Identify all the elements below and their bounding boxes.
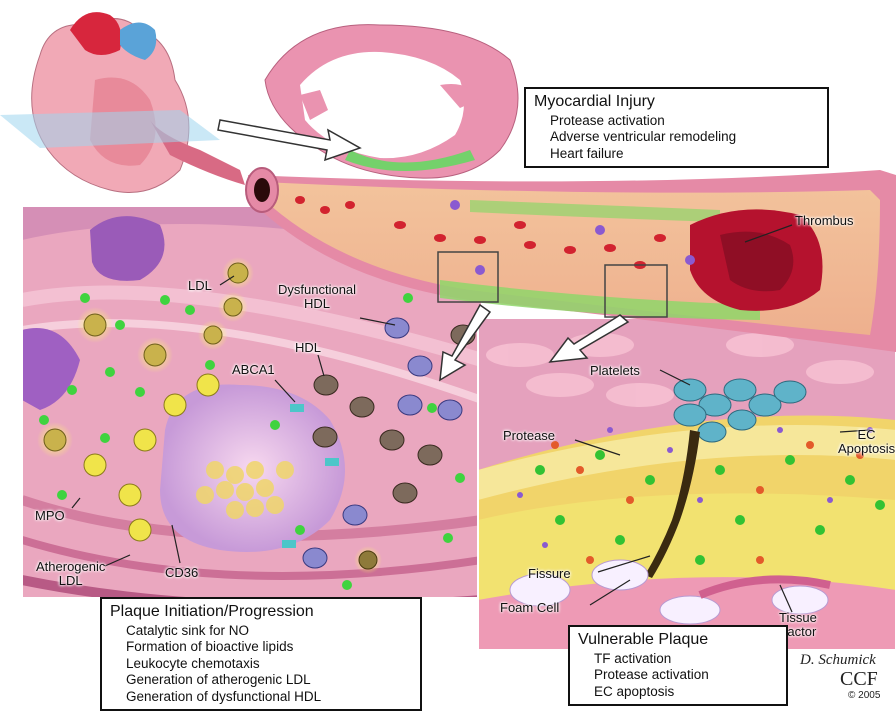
myocardial-injury-title: Myocardial Injury — [534, 93, 819, 111]
label-dysfunctional-hdl-line2: HDL — [278, 297, 356, 311]
signature-org: CCF — [840, 668, 878, 691]
myocardial-injury-box: Myocardial Injury Protease activation Ad… — [524, 87, 829, 168]
label-ec-apoptosis: EC Apoptosis — [838, 428, 895, 457]
label-thrombus: Thrombus — [795, 214, 854, 228]
label-ec-apoptosis-line2: Apoptosis — [838, 442, 895, 456]
label-abca1: ABCA1 — [232, 363, 275, 377]
label-platelets: Platelets — [590, 364, 640, 378]
label-atherogenic-ldl: Atherogenic LDL — [36, 560, 105, 589]
plaque-initiation-item: Generation of atherogenic LDL — [126, 672, 412, 688]
vulnerable-plaque-item: TF activation — [594, 651, 778, 667]
plaque-initiation-item: Generation of dysfunctional HDL — [126, 689, 412, 705]
vulnerable-plaque-item: Protease activation — [594, 667, 778, 683]
plaque-initiation-item: Catalytic sink for NO — [126, 623, 412, 639]
vulnerable-plaque-box: Vulnerable Plaque TF activation Protease… — [568, 625, 788, 706]
label-fissure: Fissure — [528, 567, 571, 581]
plaque-initiation-title: Plaque Initiation/Progression — [110, 603, 412, 621]
label-mpo: MPO — [35, 509, 65, 523]
artist-signature: D. Schumick — [800, 652, 876, 669]
label-dysfunctional-hdl: Dysfunctional HDL — [278, 283, 356, 312]
label-atherogenic-ldl-line2: LDL — [36, 574, 105, 588]
vulnerable-plaque-item: EC apoptosis — [594, 684, 778, 700]
myocardium-section — [265, 25, 518, 179]
myocardial-injury-item: Heart failure — [550, 146, 819, 162]
label-ldl: LDL — [188, 279, 212, 293]
plaque-initiation-item: Formation of bioactive lipids — [126, 639, 412, 655]
myocardial-injury-item: Adverse ventricular remodeling — [550, 129, 819, 145]
label-protease: Protease — [503, 429, 555, 443]
label-foam-cell: Foam Cell — [500, 601, 559, 615]
label-hdl: HDL — [295, 341, 321, 355]
vulnerable-plaque-title: Vulnerable Plaque — [578, 631, 778, 649]
plaque-initiation-item: Leukocyte chemotaxis — [126, 656, 412, 672]
signature-year: © 2005 — [848, 690, 880, 701]
myocardial-injury-item: Protease activation — [550, 113, 819, 129]
label-cd36: CD36 — [165, 566, 198, 580]
plaque-initiation-box: Plaque Initiation/Progression Catalytic … — [100, 597, 422, 711]
heart — [0, 12, 245, 192]
